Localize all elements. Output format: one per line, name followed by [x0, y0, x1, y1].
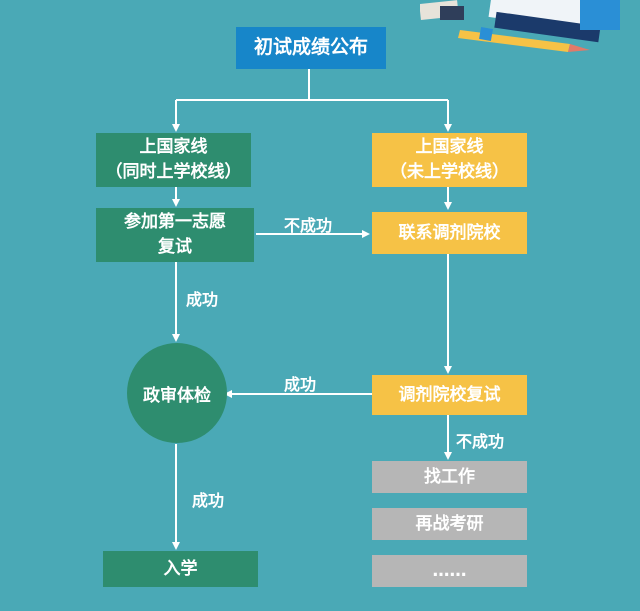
- right-branch-line1: 上国家线: [415, 137, 484, 158]
- exam-check-circle: 政审体检: [127, 343, 227, 443]
- first-choice-box: 参加第一志愿 复试: [96, 208, 254, 262]
- enroll-box: 入学: [103, 551, 258, 587]
- exam-check-text: 政审体检: [143, 385, 211, 406]
- find-job-box: 找工作: [372, 461, 527, 493]
- adjust-retest-text: 调剂院校复试: [398, 384, 501, 405]
- ellipsis-box: ……: [372, 555, 527, 587]
- left-branch-line2: （同时上学校线）: [105, 162, 242, 182]
- edge-label-check-success: 成功: [192, 491, 225, 510]
- left-branch-box: 上国家线 （同时上学校线）: [96, 133, 251, 187]
- title-box: 初试成绩公布: [236, 27, 386, 69]
- title-text: 初试成绩公布: [253, 36, 368, 59]
- edge-label-fail-contact: 不成功: [284, 216, 333, 235]
- edge-label-success-check: 成功: [186, 290, 219, 309]
- right-branch-box: 上国家线 （未上学校线）: [372, 133, 527, 187]
- first-choice-line1: 参加第一志愿: [124, 212, 226, 233]
- first-choice-line2: 复试: [158, 237, 192, 257]
- contact-adjust-text: 联系调剂院校: [398, 222, 501, 243]
- adjust-retest-box: 调剂院校复试: [372, 375, 527, 415]
- ellipsis-text: ……: [432, 560, 467, 581]
- right-branch-line2: （未上学校线）: [390, 162, 509, 182]
- left-branch-line1: 上国家线: [139, 137, 208, 158]
- enroll-text: 入学: [163, 558, 198, 579]
- retry-exam-text: 再战考研: [415, 513, 484, 534]
- edge-label-adjust-fail: 不成功: [456, 432, 505, 451]
- books-pencil-icon: [420, 0, 620, 52]
- retry-exam-box: 再战考研: [372, 508, 527, 540]
- edge-label-adjust-success: 成功: [284, 375, 317, 394]
- find-job-text: 找工作: [424, 466, 475, 487]
- contact-adjust-box: 联系调剂院校: [372, 212, 527, 254]
